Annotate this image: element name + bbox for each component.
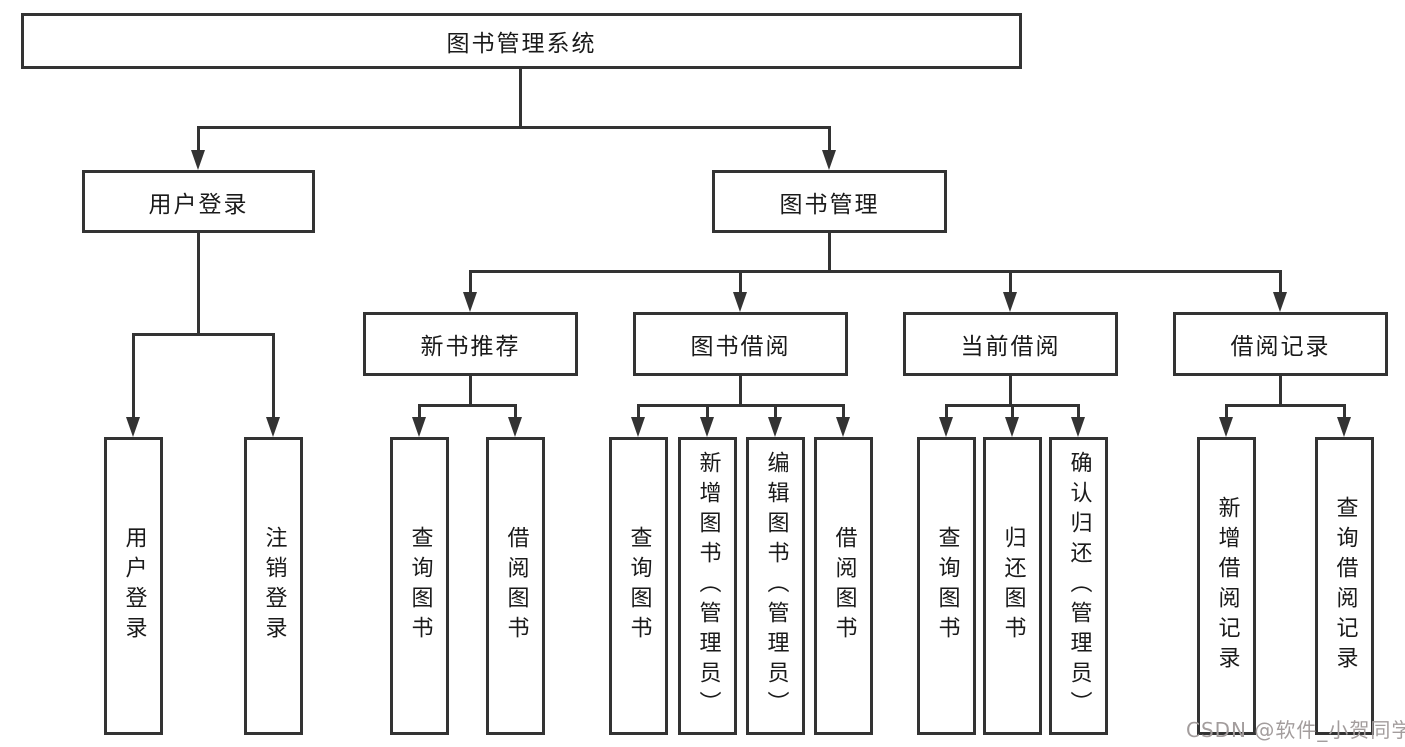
leaf-label: 查询图书 [626,526,652,646]
node-new-book-recommend: 新书推荐 [363,312,578,376]
connector-drop [1279,270,1282,293]
connector-drop [706,404,709,418]
node-borrowing-records-label: 借阅记录 [1230,334,1331,360]
node-borrowing-records: 借阅记录 [1173,312,1388,376]
connector-drop [132,333,135,418]
connector-drop [828,126,831,152]
connector-drop [1225,404,1228,418]
connector-drop [418,404,421,418]
leaf-confirm-return-admin: 确认归还（管理员） [1049,437,1108,735]
leaf-return-books: 归还图书 [983,437,1042,735]
arrowhead-down [1071,417,1085,437]
connector-root-stem [519,69,522,127]
arrowhead-down [939,417,953,437]
arrowhead-down [733,292,747,312]
leaf-query-books-current: 查询图书 [917,437,976,735]
connector-hbar [418,404,517,407]
connector-drop [1343,404,1346,418]
connector-stem [739,376,742,407]
arrowhead-down [1219,417,1233,437]
connector-drop [469,270,472,293]
leaf-label: 借阅图书 [831,526,857,646]
arrowhead-down [1273,292,1287,312]
arrowhead-down [266,417,280,437]
leaf-label: 用户登录 [121,526,147,646]
node-library-system: 图书管理系统 [21,13,1022,69]
connector-stem [469,376,472,407]
connector-drop [1009,270,1012,293]
connector-user-login-stem [197,233,200,335]
arrowhead-down [508,417,522,437]
connector-stem [1279,376,1282,407]
arrowhead-down [631,417,645,437]
node-current-borrowing-label: 当前借阅 [960,334,1061,360]
leaf-label: 新增借阅记录 [1214,496,1240,676]
arrowhead-down [836,417,850,437]
connector-user-login-hbar [132,333,275,336]
connector-book-mgmt-hbar [469,270,1282,273]
leaf-label: 新增图书（管理员） [695,451,721,721]
node-user-login: 用户登录 [82,170,315,233]
connector-hbar [1225,404,1346,407]
connector-book-mgmt-stem [828,233,831,273]
leaf-label: 编辑图书（管理员） [763,451,789,721]
leaf-label: 借阅图书 [503,526,529,646]
arrowhead-down [1337,417,1351,437]
leaf-label: 确认归还（管理员） [1066,451,1092,721]
leaf-query-books-recommend: 查询图书 [390,437,449,735]
csdn-watermark: CSDN @软件_小贺同学 [1186,718,1405,742]
arrowhead-down [768,417,782,437]
leaf-borrow-books-borrowing: 借阅图书 [814,437,873,735]
leaf-query-borrow-record: 查询借阅记录 [1315,437,1374,735]
arrowhead-down [126,417,140,437]
arrowhead-down [822,150,836,170]
connector-drop [637,404,640,418]
connector-drop [272,333,275,418]
leaf-borrow-books-recommend: 借阅图书 [486,437,545,735]
node-book-borrowing-label: 图书借阅 [690,334,791,360]
leaf-add-books-admin: 新增图书（管理员） [678,437,737,735]
node-book-management-label: 图书管理 [779,191,880,218]
node-book-management: 图书管理 [712,170,947,233]
leaf-label: 归还图书 [1000,526,1026,646]
connector-drop [514,404,517,418]
connector-drop [1011,404,1014,418]
arrowhead-down [700,417,714,437]
arrowhead-down [191,150,205,170]
connector-drop [842,404,845,418]
leaf-add-borrow-record: 新增借阅记录 [1197,437,1256,735]
leaf-label: 查询图书 [934,526,960,646]
arrowhead-down [463,292,477,312]
leaf-label: 注销登录 [261,526,287,646]
leaf-label: 查询借阅记录 [1332,496,1358,676]
node-current-borrowing: 当前借阅 [903,312,1118,376]
leaf-user-login: 用户登录 [104,437,163,735]
arrowhead-down [412,417,426,437]
leaf-edit-books-admin: 编辑图书（管理员） [746,437,805,735]
node-book-borrowing: 图书借阅 [633,312,848,376]
connector-hbar [637,404,845,407]
leaf-logout: 注销登录 [244,437,303,735]
connector-drop [197,126,200,152]
connector-stem [1009,376,1012,407]
node-library-system-label: 图书管理系统 [446,31,597,57]
node-user-login-label: 用户登录 [148,191,249,218]
arrowhead-down [1003,292,1017,312]
connector-root-hbar [197,126,831,129]
connector-drop [1077,404,1080,418]
node-new-book-recommend-label: 新书推荐 [420,334,521,360]
leaf-query-books-borrowing: 查询图书 [609,437,668,735]
connector-drop [945,404,948,418]
arrowhead-down [1005,417,1019,437]
leaf-label: 查询图书 [407,526,433,646]
connector-drop [774,404,777,418]
connector-drop [739,270,742,293]
